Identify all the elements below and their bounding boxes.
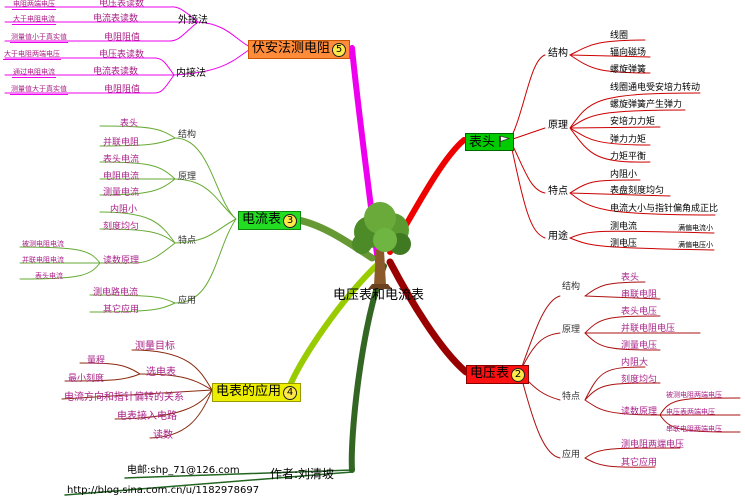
voltmeter-reading-item-2: 电压表两端电压 xyxy=(666,408,715,416)
voltmeter-feature-item-1: 内阻大 xyxy=(621,358,649,368)
voltmeter-principle-item-2: 并联电阻电压 xyxy=(621,324,676,334)
head-feature-item-2: 表盘刻度均匀 xyxy=(610,186,665,196)
voltmeter-structure-item-1: 表头 xyxy=(621,273,640,283)
head-feature-item-1: 内阻小 xyxy=(610,170,638,180)
badge-2-icon: 2 xyxy=(511,368,526,382)
badge-3-icon: 3 xyxy=(283,214,298,228)
tree-icon xyxy=(352,202,411,289)
external-connection-label: 外接法 xyxy=(178,15,208,26)
head-principle-item-5: 力矩平衡 xyxy=(610,152,647,162)
head-principle-item-4: 弹力力矩 xyxy=(610,135,647,145)
ammeter-usage-label: 应用 xyxy=(178,296,197,306)
external-value-3: 电阻阻值 xyxy=(104,33,141,43)
head-principle-label: 原理 xyxy=(548,120,568,131)
branch-author xyxy=(348,263,387,473)
badge-4-icon: 4 xyxy=(283,386,298,400)
ammeter-structure-item-1: 表头 xyxy=(120,119,139,129)
head-feature-item-3: 电流大小与指针偏角成正比 xyxy=(610,204,719,214)
ammeter-reading-item-3: 表头电流 xyxy=(35,272,63,280)
ammeter-features-label: 特点 xyxy=(178,236,197,246)
application-select-item-2: 最小刻度 xyxy=(68,374,105,384)
ammeter-usage-item-1: 测电路电流 xyxy=(93,288,139,298)
application-item-direction: 电流方向和指针偏转的关系 xyxy=(64,392,184,403)
flag-icon xyxy=(499,135,511,147)
voltmeter-features-label: 特点 xyxy=(562,392,581,402)
application-item-connect: 电表接入电路 xyxy=(117,411,177,422)
author-blog-link[interactable]: http://blog.sina.com.cn/u/1182978697 xyxy=(67,485,260,496)
ammeter-reading-item-2: 并联电阻电流 xyxy=(22,256,64,264)
head-usage-voltage-note: 满偏电压小 xyxy=(678,241,713,249)
head-structure-item-1: 线圈 xyxy=(610,31,629,41)
external-cond-1: 电阻两端电压 xyxy=(12,0,56,10)
application-item-reading: 读数 xyxy=(153,430,173,441)
application-item-target: 测量目标 xyxy=(135,341,175,352)
application-select-item-1: 量程 xyxy=(87,356,106,366)
external-value-1: 电压表读数 xyxy=(99,0,145,9)
ammeter-principle-item-2: 电阻电流 xyxy=(103,172,140,182)
external-value-2: 电流表读数 xyxy=(93,14,139,24)
voltmeter-title: 电压表 xyxy=(470,366,510,381)
voltmeter-usage-item-1: 测电阻两端电压 xyxy=(621,440,685,450)
external-cond-3: 测量值小于真实值 xyxy=(10,33,68,43)
internal-cond-1: 大于电阻两端电压 xyxy=(3,50,61,60)
author-name: 作者:刘清坡 xyxy=(270,467,335,481)
head-usage-current: 测电流 xyxy=(610,222,638,232)
voltmeter-principle-label: 原理 xyxy=(562,325,581,335)
ammeter-reading-label: 读数原理 xyxy=(103,256,140,266)
head-structure-item-3: 螺旋弹簧 xyxy=(610,65,647,75)
voltmeter-usage-label: 应用 xyxy=(562,450,581,460)
ammeter-structure-label: 结构 xyxy=(178,130,197,140)
voltmeter-reading-item-3: 串联电阻两端电压 xyxy=(666,425,722,433)
head-principle-item-2: 螺旋弹簧产生弹力 xyxy=(610,100,683,110)
ammeter-structure-item-2: 并联电阻 xyxy=(103,138,140,148)
author-email[interactable]: 电邮:shp_71@126.com xyxy=(127,465,240,476)
ammeter-reading-item-1: 被测电阻电流 xyxy=(22,240,64,248)
voltammetry-title: 伏安法测电阻 xyxy=(252,41,331,56)
internal-value-1: 电压表读数 xyxy=(99,50,145,60)
meter-head-topic: 表头 xyxy=(465,133,515,151)
head-structure-label: 结构 xyxy=(548,48,568,59)
ammeter-usage-item-2: 其它应用 xyxy=(103,305,140,315)
internal-connection-label: 内接法 xyxy=(176,68,206,79)
branch-application xyxy=(285,259,383,393)
external-cond-2: 大于电阻电流 xyxy=(12,15,56,25)
application-title: 电表的应用 xyxy=(216,384,282,399)
head-usage-current-note: 满偏电流小 xyxy=(678,224,713,232)
ammeter-principle-item-3: 测量电流 xyxy=(103,188,140,198)
internal-value-2: 电流表读数 xyxy=(93,67,139,77)
voltmeter-reading-label: 读数原理 xyxy=(621,407,658,417)
voltmeter-usage-item-2: 其它应用 xyxy=(621,458,658,468)
voltmeter-structure-label: 结构 xyxy=(562,282,581,292)
ammeter-principle-item-1: 表头电流 xyxy=(103,155,140,165)
voltmeter-feature-item-2: 刻度均匀 xyxy=(621,375,658,385)
branch-voltmeter xyxy=(386,258,470,376)
head-usage-voltage: 测电压 xyxy=(610,239,638,249)
head-usage-label: 用途 xyxy=(548,231,568,242)
voltmeter-principle-item-3: 测量电压 xyxy=(621,341,658,351)
head-structure-item-2: 辐向磁场 xyxy=(610,48,647,58)
application-select-label: 选电表 xyxy=(146,367,176,378)
head-principle-item-3: 安培力力矩 xyxy=(610,117,656,127)
head-principle-item-1: 线圈通电受安培力转动 xyxy=(610,83,701,93)
head-features-label: 特点 xyxy=(548,186,568,197)
internal-cond-3: 测量值大于真实值 xyxy=(10,85,68,95)
ammeter-principle-label: 原理 xyxy=(178,172,197,182)
meter-head-title: 表头 xyxy=(469,135,496,150)
voltmeter-principle-item-1: 表头电压 xyxy=(621,307,658,317)
voltmeter-structure-item-2: 串联电阻 xyxy=(621,290,658,300)
central-topic: 电压表和电流表 xyxy=(333,288,425,303)
badge-5-icon: 5 xyxy=(332,43,347,57)
ammeter-feature-item-1: 内阻小 xyxy=(110,205,138,215)
internal-value-3: 电阻阻值 xyxy=(104,85,141,95)
ammeter-feature-item-2: 刻度均匀 xyxy=(103,222,140,232)
voltmeter-reading-item-1: 被测电阻两端电压 xyxy=(666,391,722,399)
ammeter-title: 电流表 xyxy=(242,212,282,227)
internal-cond-2: 通过电阻电流 xyxy=(12,68,56,78)
